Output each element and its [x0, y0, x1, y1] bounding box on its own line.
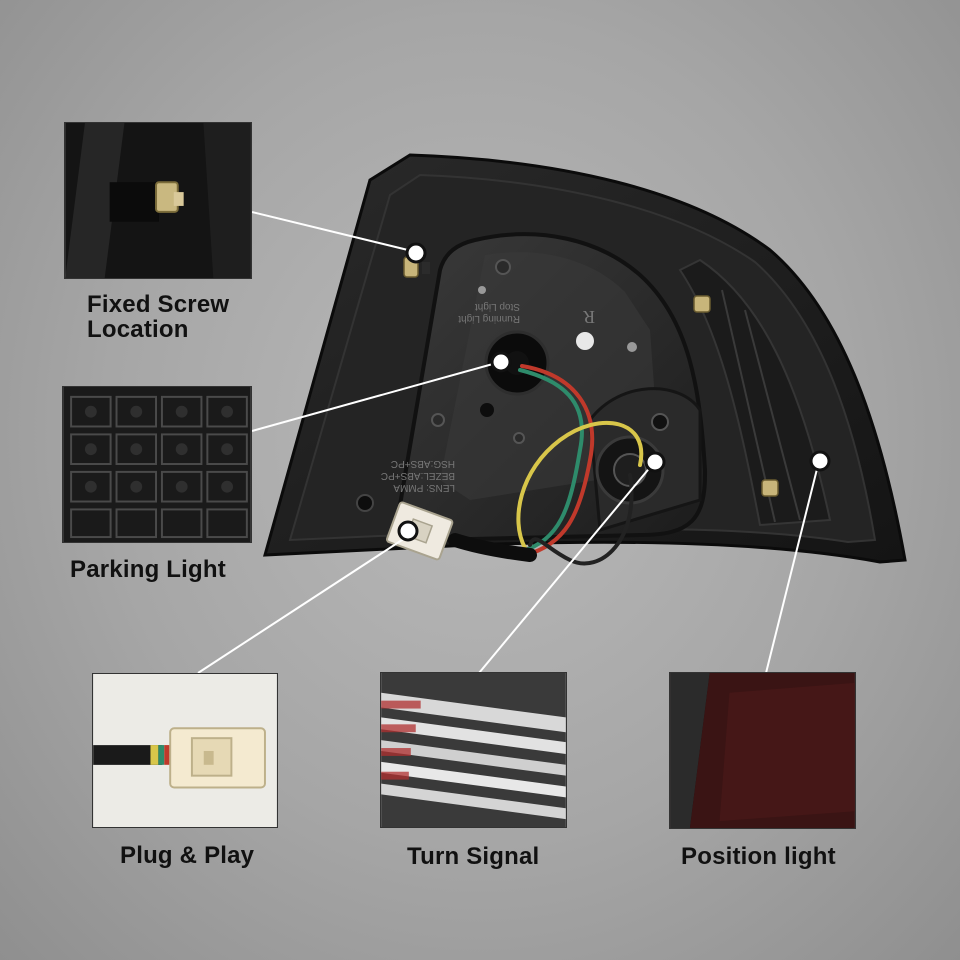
label-line-2: Location	[87, 316, 189, 343]
callout-lines	[197, 211, 819, 674]
plug-play-label: Plug & Play	[120, 842, 255, 869]
screw-stud-icon	[693, 295, 711, 313]
parking-light-photo	[62, 386, 252, 543]
bulb-marking-text: Running Light Stop Light	[456, 301, 521, 324]
side-mark: R	[583, 307, 595, 327]
lens-marking-text: LENS: PMMA BEZEL:ABS+PC HSG:ABS+PC	[378, 458, 455, 493]
position-light-label: Position light	[681, 843, 836, 870]
wire-harness-icon	[516, 364, 644, 566]
fixed-screw-photo	[64, 122, 252, 279]
housing-ribs	[678, 258, 832, 527]
turn-signal-photo	[380, 672, 567, 828]
fixed-screw-label: Fixed Screw Location	[87, 292, 229, 342]
parking-light-label: Parking Light	[70, 556, 226, 583]
position-light-photo	[669, 672, 856, 829]
callout-dot-icon	[397, 242, 831, 542]
screw-stud-icon	[761, 479, 779, 497]
turn-signal-label: Turn Signal	[407, 843, 540, 870]
label-line-1: Fixed Screw	[87, 291, 230, 318]
plug-play-photo	[92, 673, 278, 828]
